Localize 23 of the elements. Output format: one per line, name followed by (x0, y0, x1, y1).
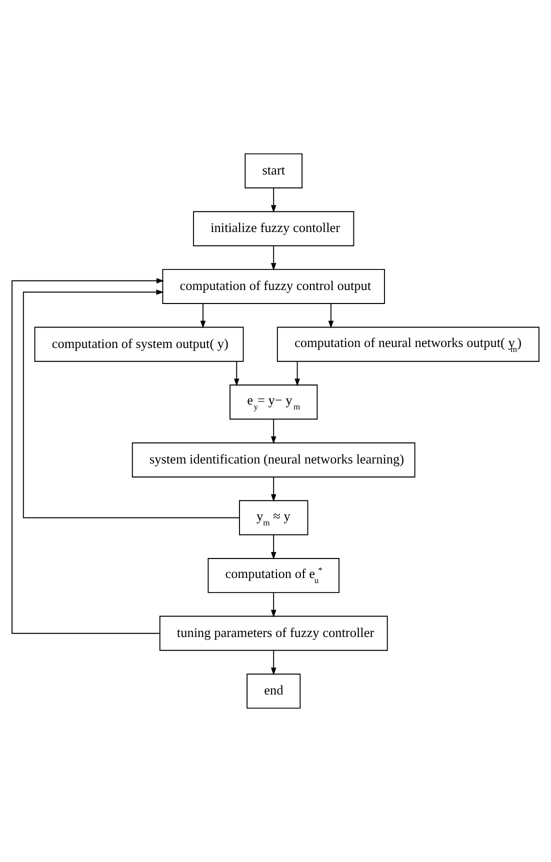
node-box: e$_{y}$= y− y$_{m}$ (230, 384, 318, 420)
arrow (270, 534, 276, 560)
arrow (270, 418, 276, 444)
arrow (270, 650, 276, 676)
arrow (328, 303, 334, 328)
node-box: computation of system output( y) (34, 326, 244, 362)
node-box: initialize fuzzy contoller (193, 211, 354, 246)
arrow (270, 246, 276, 271)
arrow (270, 476, 276, 502)
arrow (22, 290, 240, 518)
node-box: tuning parameters of fuzzy controller (159, 616, 388, 651)
node-box: end (246, 674, 301, 709)
node-box: start (244, 153, 303, 188)
arrow (12, 278, 164, 634)
arrow (270, 188, 276, 213)
node-box: computation of neural networks output( y$_{m}$) (276, 326, 540, 362)
arrow (294, 361, 300, 386)
node-box: computation of fuzzy control output (162, 268, 385, 304)
arrow (200, 303, 206, 328)
node-box: y$_{m}$ ≈ y (239, 500, 308, 536)
arrow (270, 592, 276, 618)
arrow (234, 361, 240, 386)
node-box: system identification (neural networks learning) (132, 442, 416, 478)
